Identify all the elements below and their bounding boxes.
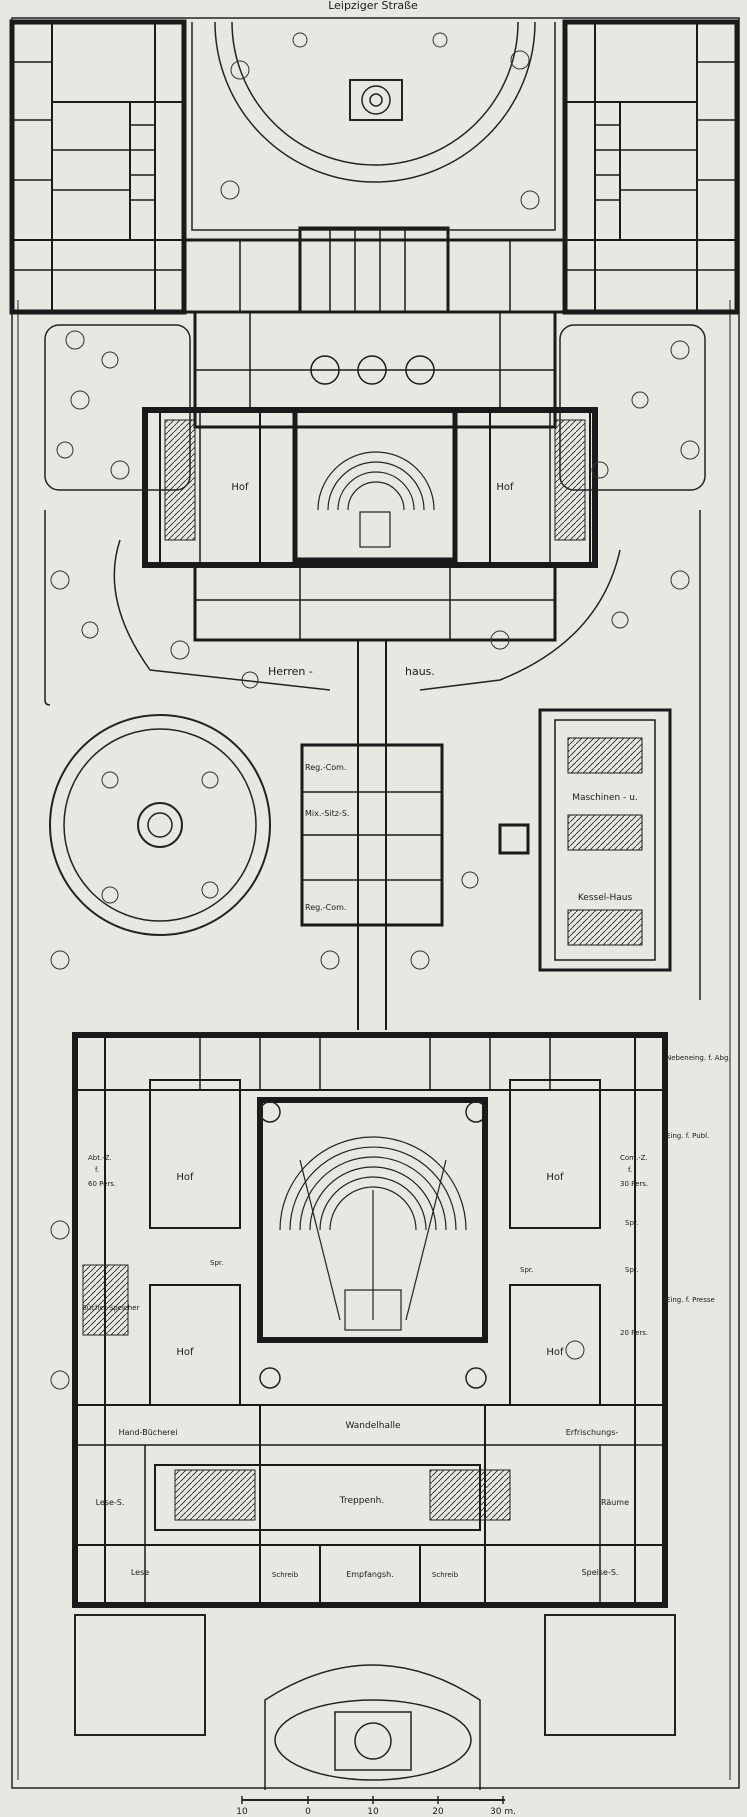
label-hof-lower-1: Hof (176, 1172, 194, 1183)
scale-tick-1: 0 (305, 1807, 311, 1817)
label-com-f: f. (628, 1166, 632, 1174)
garden-paths (44, 324, 706, 1000)
label-spr-4: Spr. (625, 1266, 638, 1274)
label-bucher-speicher: Bücher-Speicher (82, 1304, 140, 1312)
label-hof-upper-right: Hof (496, 482, 514, 493)
front-wing-left (9, 19, 187, 315)
street-label: Leipziger Straße (328, 0, 418, 12)
label-wandelhalle: Wandelhalle (345, 1421, 401, 1431)
label-20-pers: 20 Pers. (620, 1329, 648, 1337)
label-hof-lower-3: Hof (176, 1347, 194, 1358)
scale-tick-0: 10 (236, 1807, 248, 1817)
scale-bar: 10 0 10 20 30 m. (236, 1796, 516, 1817)
label-schreib-right: Schreib (432, 1571, 459, 1579)
machine-house (498, 708, 672, 972)
label-spr-3: Spr. (520, 1266, 533, 1274)
forecourt-garden (191, 21, 556, 231)
label-spr-1: Spr. (625, 1219, 638, 1227)
label-abt-pers: 60 Pers. (88, 1180, 116, 1188)
front-wing-right (562, 19, 740, 315)
property-lines (11, 17, 740, 1789)
label-mix-sitz: Mix.-Sitz-S. (305, 809, 349, 818)
label-herren: Herren - (268, 665, 313, 678)
scale-tick-3: 20 (432, 1807, 444, 1817)
label-erfrischungs: Erfrischungs- (566, 1428, 619, 1437)
herrenhaus-building (142, 310, 598, 642)
herrenhaus-chamber (317, 451, 435, 548)
label-reg-com-bottom: Reg.-Com. (305, 903, 346, 912)
label-treppenh: Treppenh. (339, 1496, 384, 1506)
label-com-z: Com.-Z. (620, 1154, 648, 1162)
plenary-corner-niches (259, 1101, 487, 1389)
label-kessel: Kessel-Haus (578, 893, 633, 903)
label-abt-f: f. (95, 1166, 99, 1174)
label-hof-upper-left: Hof (231, 482, 249, 493)
label-reg-com-top: Reg.-Com. (305, 763, 346, 772)
abgeordnetenhaus-building (72, 1032, 668, 1608)
label-eing-presse: Eing. f. Presse (666, 1296, 715, 1304)
label-lese-s: Lese-S. (96, 1498, 125, 1507)
round-garden (49, 714, 271, 936)
scale-tick-2: 10 (367, 1807, 379, 1817)
staircases (82, 1264, 511, 1521)
front-connector (182, 226, 567, 314)
room-labels: Hof Hof Herren - haus. Reg.-Com. Mix.-Si… (82, 482, 731, 1579)
label-hof-lower-4: Hof (546, 1347, 564, 1358)
label-com-pers: 30 Pers. (620, 1180, 648, 1188)
label-nebeneing: Nebeneing. f. Abg. (666, 1054, 731, 1062)
rear-forecourt (74, 1614, 676, 1790)
label-eing-publ: Eing. f. Publ. (666, 1132, 709, 1140)
label-lese: Lese (131, 1568, 149, 1577)
scale-tick-4: 30 m. (490, 1807, 516, 1817)
label-hof-lower-2: Hof (546, 1172, 564, 1183)
herrenhaus-courtyard-stairs (164, 419, 586, 541)
label-abt-z: Abt.-Z. (88, 1154, 112, 1162)
label-maschinen: Maschinen - u. (572, 793, 638, 803)
trees (50, 32, 700, 1390)
label-schreib-left: Schreib (272, 1571, 299, 1579)
label-hand-bucherei: Hand-Bücherei (119, 1428, 178, 1437)
label-haus: haus. (405, 665, 435, 678)
label-raume: Räume (601, 1498, 629, 1507)
label-spr-2: Spr. (210, 1259, 223, 1267)
label-empfangsh: Empfangsh. (346, 1570, 394, 1579)
label-speise-s: Speise-S. (582, 1568, 619, 1577)
plenary-hall (279, 1136, 467, 1331)
commission-building (300, 743, 444, 927)
